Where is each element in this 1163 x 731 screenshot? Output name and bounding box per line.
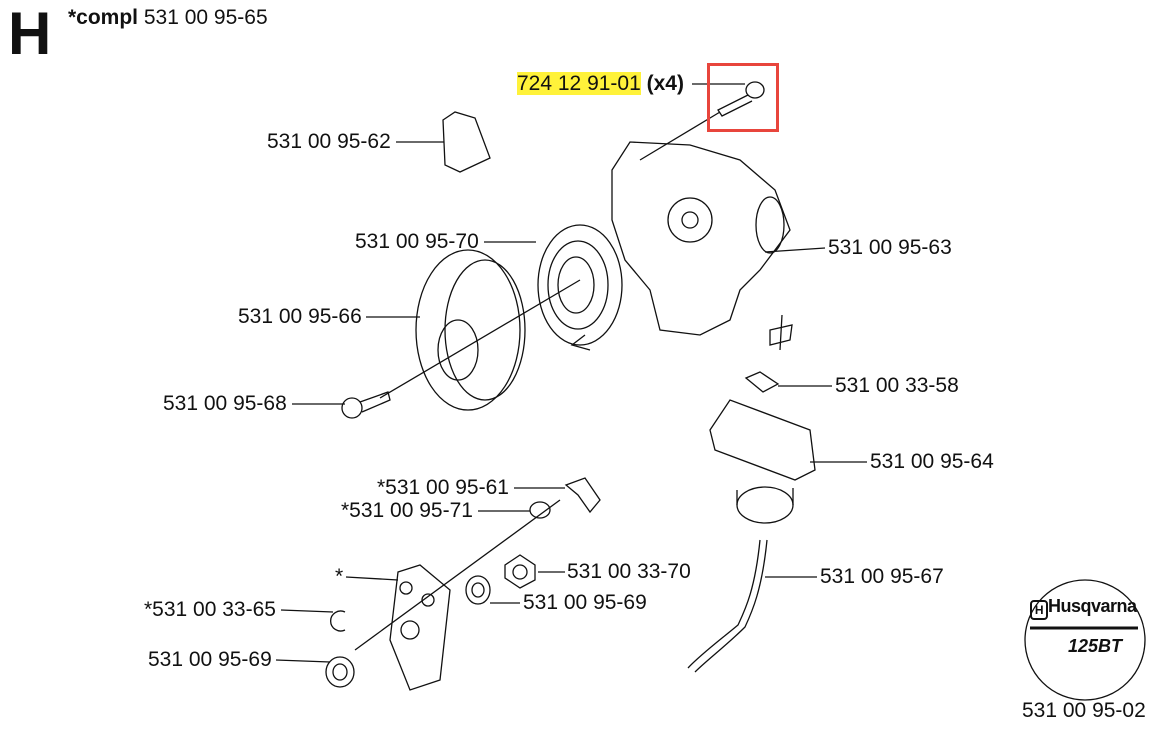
- part-531-00-95-68: [341, 391, 391, 419]
- part-531-00-33-70: [504, 554, 536, 589]
- decal-part-number[interactable]: 531 00 95-02: [1022, 699, 1146, 722]
- highlighted-part-label[interactable]: 724 12 91-01 (x4): [517, 72, 684, 96]
- part-label[interactable]: 531 00 95-68: [163, 392, 287, 415]
- part-label[interactable]: *531 00 95-61: [377, 476, 509, 499]
- part-label[interactable]: *: [335, 565, 344, 588]
- assembly-prefix: *compl: [68, 6, 139, 29]
- part-label[interactable]: 531 00 95-66: [238, 305, 362, 328]
- part-531-00-95-61: [564, 477, 601, 514]
- leader-lines: [275, 83, 867, 663]
- husqvarna-logo-icon: H: [1030, 600, 1048, 620]
- part-531-00-95-67: [687, 539, 768, 673]
- part-pin: [769, 314, 793, 351]
- highlight-box: [707, 63, 779, 132]
- assembly-part-number: 531 00 95-65: [143, 6, 268, 29]
- decal-model: 125BT: [1068, 636, 1123, 656]
- part-531-00-95-69-a: [465, 575, 491, 605]
- decal-brand-text: Husqvarna: [1048, 596, 1137, 616]
- part-531-00-33-58: [744, 371, 780, 393]
- part-label[interactable]: *531 00 95-71: [341, 499, 473, 522]
- part-label[interactable]: 531 00 95-62: [267, 130, 391, 153]
- part-label[interactable]: 531 00 33-70: [567, 560, 691, 583]
- part-531-00-95-62: [442, 111, 491, 173]
- part-531-00-33-65: [329, 610, 346, 632]
- part-531-00-95-63: [611, 141, 791, 336]
- part-label[interactable]: 531 00 95-63: [828, 236, 952, 259]
- part-label[interactable]: 531 00 33-58: [835, 374, 959, 397]
- section-letter: H: [8, 0, 52, 67]
- part-531-00-95-71: [529, 501, 551, 519]
- part-label[interactable]: 531 00 95-70: [355, 230, 479, 253]
- part-label[interactable]: *531 00 33-65: [144, 598, 276, 621]
- decal-531-00-95-02: [1024, 579, 1146, 701]
- quantity: (x4): [646, 72, 684, 95]
- highlighted-part-number: 724 12 91-01: [517, 72, 641, 95]
- part-531-00-95-69-b: [325, 656, 355, 688]
- part-531-00-95-64: [709, 399, 816, 524]
- part-label[interactable]: 531 00 95-69: [148, 648, 272, 671]
- assembly-title: *compl 531 00 95-65: [68, 6, 268, 30]
- part-label[interactable]: 531 00 95-67: [820, 565, 944, 588]
- part-label[interactable]: 531 00 95-69: [523, 591, 647, 614]
- part-label[interactable]: 531 00 95-64: [870, 450, 994, 473]
- part-531-00-95-66: [415, 249, 526, 411]
- part-pawl-housing: [389, 564, 451, 691]
- part-531-00-95-70: [537, 224, 623, 351]
- screw-724-12-91-01: [717, 81, 765, 117]
